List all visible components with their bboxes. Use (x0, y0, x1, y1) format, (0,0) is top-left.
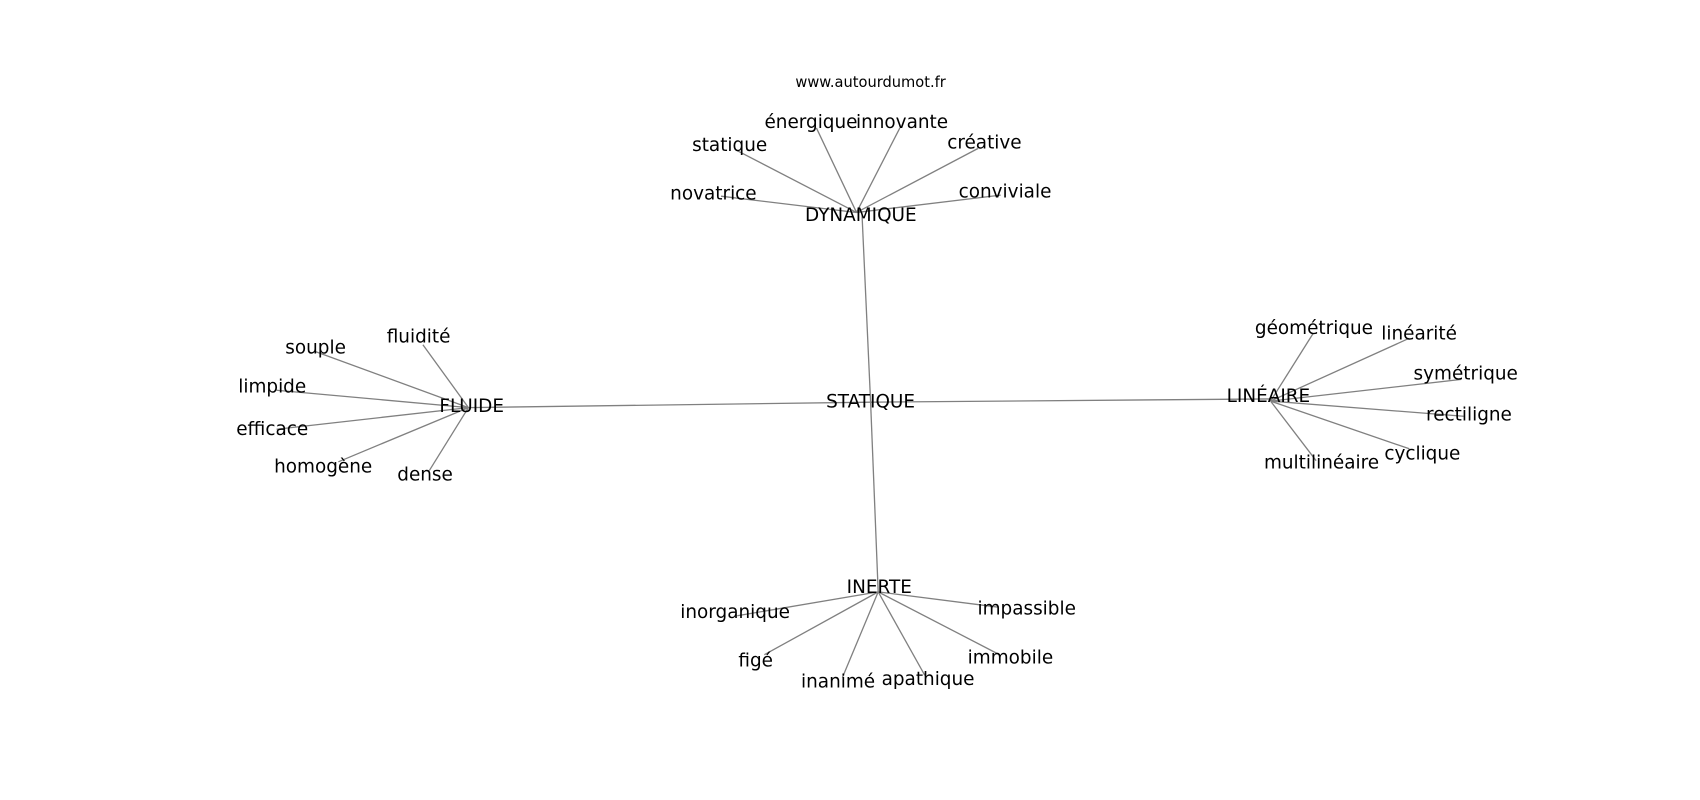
word-node: inorganique (680, 602, 790, 623)
edge (1270, 400, 1317, 462)
group-node-dynamique: DYNAMIQUE (805, 205, 917, 226)
edge (856, 147, 979, 214)
word-node: énergique (764, 112, 857, 133)
word-node: souple (285, 337, 346, 358)
edge (877, 591, 926, 676)
word-node: figé (738, 651, 773, 672)
edge (737, 591, 879, 617)
edge (861, 212, 872, 403)
edge (338, 406, 469, 463)
edge (1270, 337, 1410, 402)
edge (276, 389, 469, 409)
word-node: cyclique (1384, 444, 1460, 465)
word-node: apathique (882, 669, 975, 690)
edge (869, 402, 879, 592)
edge (877, 591, 1000, 656)
edges (276, 127, 1464, 678)
edge (428, 407, 469, 471)
word-node: novatrice (670, 184, 756, 205)
edge (870, 398, 1271, 403)
center-node: STATIQUE (826, 392, 915, 413)
word-node: homogène (274, 457, 372, 478)
word-node: multilinéaire (1264, 452, 1379, 473)
group-node-lineaire: LINÉAIRE (1227, 385, 1311, 407)
group-node-fluide: FLUIDE (439, 396, 504, 417)
word-node: statique (692, 135, 767, 156)
edge (841, 591, 879, 678)
word-node: dense (397, 464, 453, 485)
edge (1270, 378, 1462, 402)
edge (815, 127, 858, 213)
word-node: innovante (856, 112, 948, 133)
edge (856, 194, 1001, 214)
edge (276, 406, 469, 430)
edge (855, 127, 901, 213)
edge (422, 344, 469, 408)
word-node: immobile (968, 647, 1053, 668)
word-node: conviviale (959, 181, 1052, 202)
word-node: limpide (238, 376, 306, 397)
word-node: symétrique (1414, 363, 1518, 384)
edge (1270, 333, 1314, 402)
edge (720, 195, 857, 214)
edge (314, 350, 469, 409)
word-node: efficace (236, 419, 308, 440)
edge (878, 591, 998, 608)
edge (468, 401, 871, 409)
group-node-inerte: INERTE (847, 577, 912, 598)
word-node: linéarité (1381, 323, 1457, 344)
edge (764, 591, 879, 656)
edge (736, 150, 857, 214)
word-node: rectiligne (1426, 405, 1512, 426)
word-node: géométrique (1255, 318, 1373, 339)
word-node: impassible (977, 599, 1075, 620)
word-node: créative (947, 133, 1021, 154)
edge (1270, 400, 1410, 450)
edge (1270, 400, 1464, 417)
word-node: inanimé (801, 671, 875, 692)
word-node: fluidité (387, 327, 451, 348)
site-title[interactable]: www.autourdumot.fr (795, 74, 946, 91)
